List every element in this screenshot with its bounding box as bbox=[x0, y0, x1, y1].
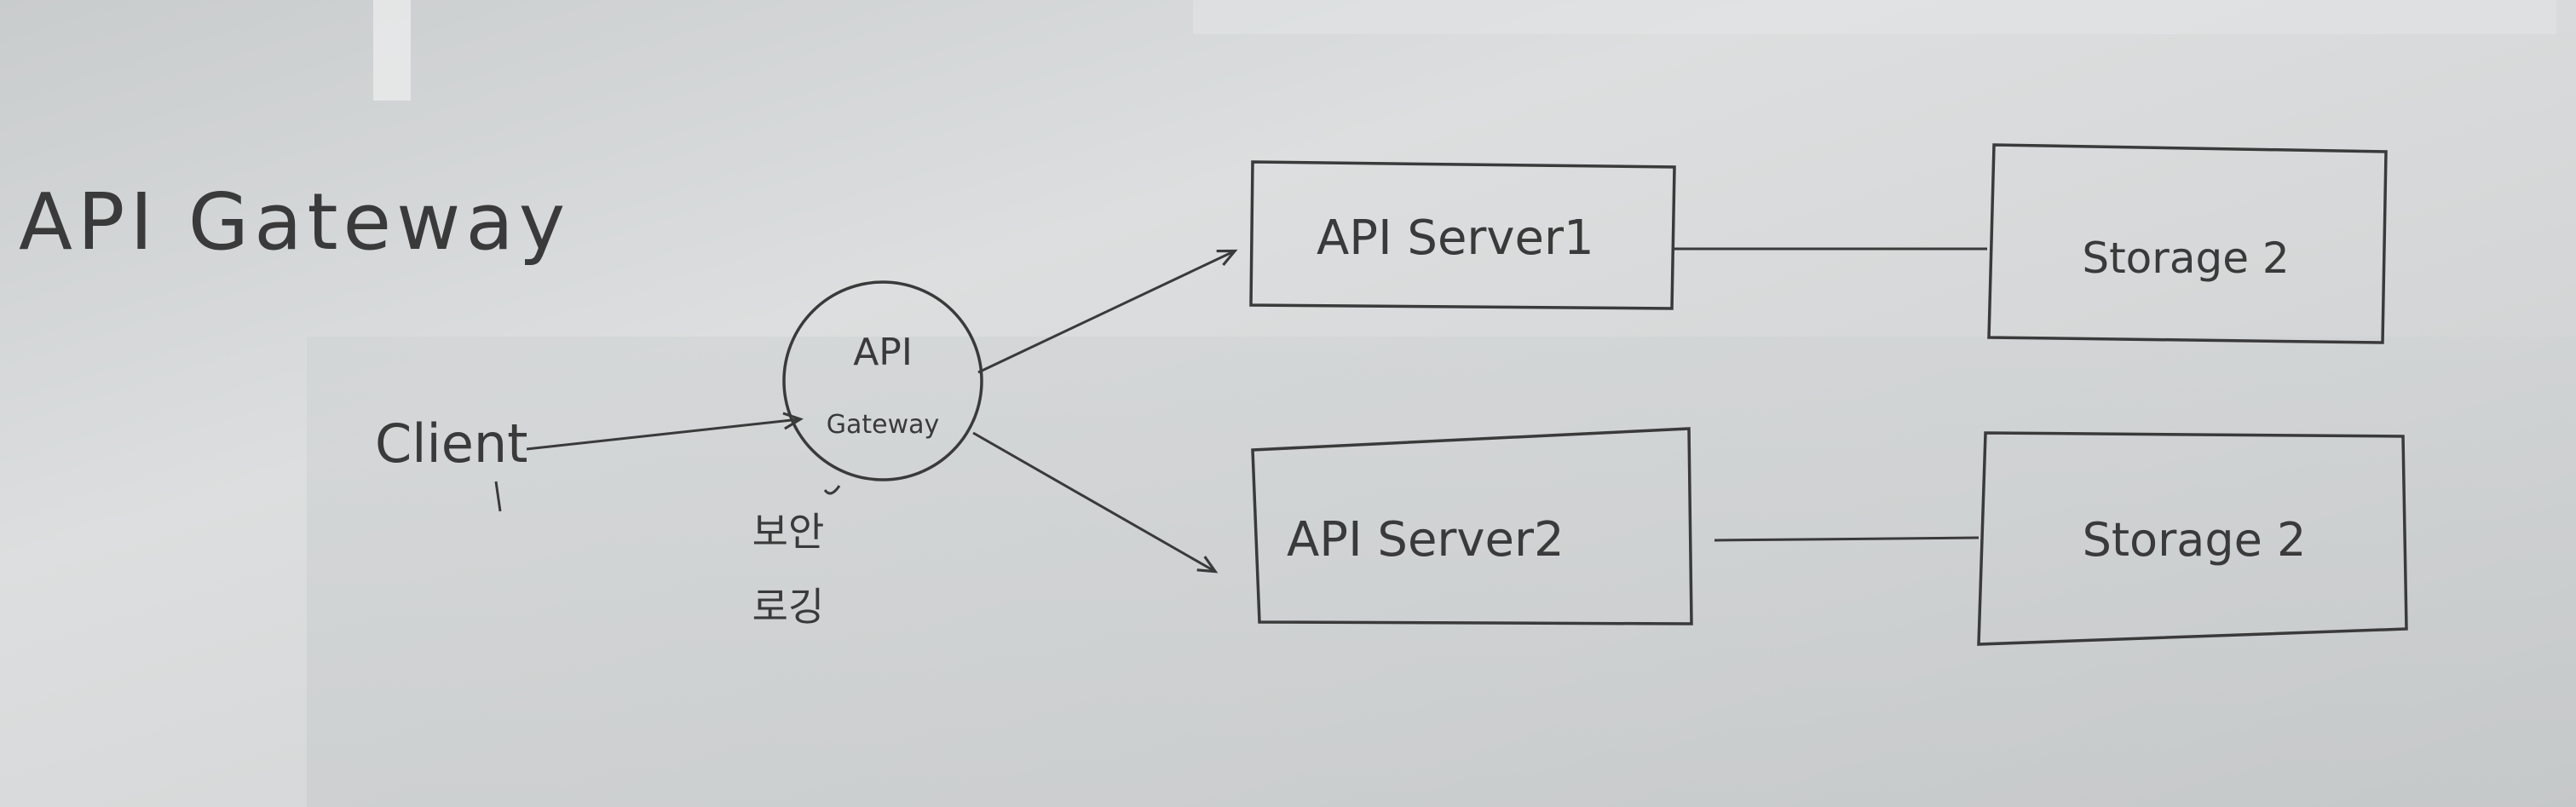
server1-label: API Server1 bbox=[1317, 210, 1594, 266]
client-tick bbox=[494, 481, 502, 512]
gateway-label-line2: Gateway bbox=[827, 410, 940, 440]
gateway-node bbox=[782, 280, 983, 481]
glare-strip-2 bbox=[1193, 0, 2556, 34]
gateway-note-line2: 로깅 bbox=[752, 584, 825, 630]
storage-top-label: Storage 2 bbox=[2082, 233, 2289, 283]
lower-sheet-shade bbox=[307, 337, 2576, 807]
arrow-gateway-to-server2 bbox=[972, 431, 1219, 574]
glare-strip bbox=[373, 0, 411, 101]
server2-label: API Server2 bbox=[1287, 512, 1565, 568]
client-label: Client bbox=[375, 412, 528, 475]
server1-box bbox=[1249, 160, 1676, 310]
gateway-note-pointer bbox=[823, 485, 841, 495]
server2-box bbox=[1251, 427, 1693, 625]
gateway-label-line1: API bbox=[853, 331, 913, 374]
storage-bottom-box bbox=[1977, 431, 2408, 646]
gateway-note-line1: 보안 bbox=[752, 509, 825, 555]
link-server2-storage bbox=[1714, 536, 1980, 542]
arrow-gateway-to-server1 bbox=[977, 249, 1238, 374]
storage-bottom-label: Storage 2 bbox=[2083, 513, 2307, 567]
storage-top-box bbox=[1987, 143, 2388, 344]
board-title: API Gateway bbox=[19, 176, 570, 268]
arrow-client-to-gateway bbox=[526, 412, 804, 451]
